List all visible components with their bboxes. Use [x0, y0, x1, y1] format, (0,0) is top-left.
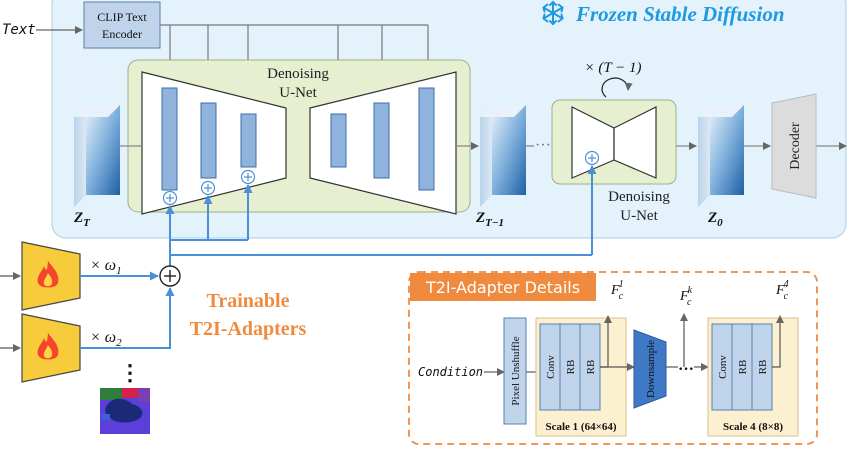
adapter-details-panel — [408, 271, 818, 445]
latent-zt1-label: ZT−1 — [475, 210, 504, 229]
pixel-unshuffle-block — [503, 317, 527, 425]
scale1-rb2-label: RB — [585, 360, 597, 375]
clip-encoder-line2: Encoder — [102, 27, 142, 41]
decoder-label: Decoder — [788, 122, 803, 170]
adapters-vdots: ⋮ — [119, 360, 141, 385]
unet-layer — [161, 87, 178, 191]
condition-label: Condition — [418, 365, 483, 379]
unet-layer — [330, 113, 347, 168]
pixel-unshuffle-label: Pixel Unshuffle — [510, 336, 522, 405]
segmentation-map-icon — [100, 388, 150, 434]
adapter-details-header — [410, 273, 596, 301]
unet-main-line2: U-Net — [279, 85, 317, 101]
clip-encoder-line1: CLIP Text — [97, 10, 147, 24]
scale4-feature-arrow — [772, 315, 784, 368]
vae-decoder — [771, 93, 817, 199]
fire-icon — [37, 261, 59, 288]
scale1-conv-label: Conv — [545, 355, 557, 379]
unet-repeat-decoder — [613, 106, 657, 179]
snowflake-icon — [542, 0, 564, 26]
downsample-label: Downsample — [645, 340, 657, 398]
unet-layer — [373, 102, 390, 179]
trainable-label-line1: Trainable — [207, 290, 290, 312]
scale4-label: Scale 4 (8×8) — [723, 421, 783, 433]
clip-text-encoder — [83, 1, 161, 49]
adapter-feature-paths — [165, 165, 597, 272]
frozen-sd-title: Frozen Stable Diffusion — [575, 2, 785, 26]
unet-add-nodes — [162, 169, 256, 206]
latent-zt-cube — [74, 105, 120, 207]
latent-zt-label: ZT — [73, 210, 91, 229]
fire-icon — [37, 333, 59, 360]
unet-layer — [418, 87, 435, 191]
unet-main-line1: Denoising — [267, 66, 329, 82]
trainable-label-line2: T2I-Adapters — [190, 318, 307, 340]
unet-repeat-line1: Denoising — [608, 189, 670, 205]
text-input-label: Text — [2, 22, 36, 38]
adapter1-weight: × ω1 — [90, 257, 122, 277]
unet-repeat-line2: U-Net — [620, 208, 658, 224]
downsample-block — [633, 329, 667, 409]
flow-ellipsis: ··· — [535, 137, 551, 154]
unet-layer — [240, 113, 257, 168]
scale4-conv-label: Conv — [717, 355, 729, 379]
repeat-label: × (T − 1) — [584, 60, 641, 76]
adapter2-output-arrow — [80, 287, 175, 349]
latent-z0-cube — [698, 105, 744, 207]
unet-repeat-add-node — [584, 150, 600, 166]
adapter2-weight: × ω2 — [90, 329, 122, 349]
scale4-rb2-label: RB — [757, 360, 769, 375]
scale1-rb1-label: RB — [565, 360, 577, 375]
latent-z0-label: Z0 — [707, 210, 723, 229]
details-ellipsis: ··· — [678, 361, 694, 378]
unet-layer — [200, 102, 217, 179]
adapter-sum-node — [159, 265, 181, 287]
repeat-loop-arrow — [601, 77, 633, 98]
scale1-label: Scale 1 (64×64) — [545, 421, 616, 433]
adapter-details-title: T2I-Adapter Details — [425, 278, 580, 297]
scale4-rb1-label: RB — [737, 360, 749, 375]
latent-zt1-cube — [480, 105, 526, 207]
